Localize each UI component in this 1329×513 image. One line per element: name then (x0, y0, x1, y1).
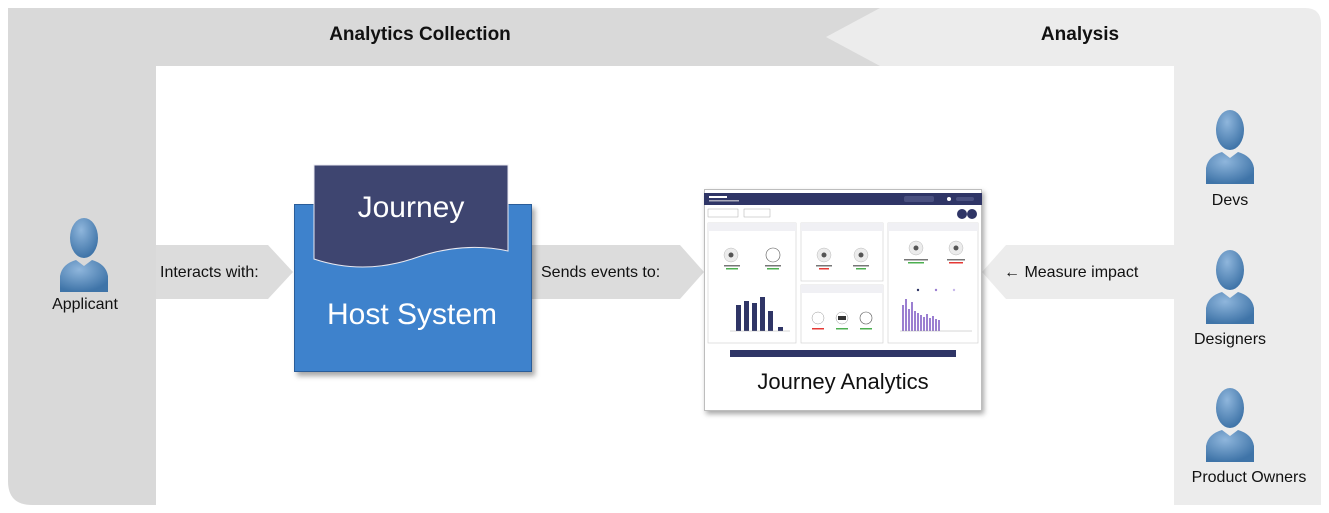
header-analysis: Analysis (1040, 24, 1120, 45)
collection-band (8, 8, 940, 505)
header-analytics-collection: Analytics Collection (329, 24, 511, 45)
devs-person-icon (1206, 110, 1254, 184)
devs-label: Devs (1211, 192, 1249, 209)
designers-label: Designers (1193, 331, 1267, 348)
arrow-interacts (156, 245, 293, 299)
applicant-label: Applicant (52, 296, 118, 313)
dashboard-thumbnail (704, 193, 982, 357)
product-owners-person-icon (1206, 388, 1254, 462)
analysis-band (826, 8, 1321, 505)
arrow-sends (530, 245, 704, 299)
designers-person-icon (1206, 250, 1254, 324)
applicant-person-icon (60, 218, 108, 292)
host-system-label: Host System (326, 298, 498, 331)
product-owners-label: Product Owners (1191, 469, 1307, 486)
arrow-measure (982, 245, 1174, 299)
journey-document-shape (313, 164, 509, 268)
journey-label: Journey (357, 191, 465, 224)
interacts-with-label: Interacts with: (160, 264, 259, 281)
measure-impact-label: ← Measure impact (1004, 264, 1139, 281)
journey-analytics-label: Journey Analytics (757, 369, 929, 394)
sends-events-label: Sends events to: (541, 264, 661, 281)
